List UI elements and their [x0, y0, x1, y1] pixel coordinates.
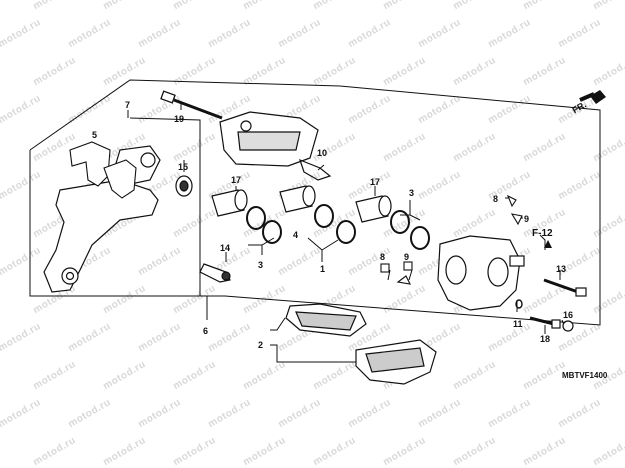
- small-bolt-center: [380, 261, 413, 285]
- callout-8-right: 8: [493, 194, 498, 204]
- brake-pad-lower: [355, 339, 437, 385]
- piston-mid: [279, 185, 316, 213]
- bleeder-screw: [199, 263, 231, 283]
- piston-left: [211, 189, 248, 217]
- pin-bolt: [160, 90, 223, 120]
- callout-16: 16: [563, 310, 573, 320]
- callout-11: 11: [513, 319, 523, 329]
- ref-arrow-icon: [544, 240, 552, 248]
- front-arrow-icon: [579, 90, 606, 104]
- cap-16: [562, 320, 574, 332]
- callout-17-right: 17: [370, 177, 380, 187]
- bracket-group-outline: [29, 117, 201, 297]
- diagram-code: MBTVF1400: [562, 371, 608, 380]
- callout-15: 15: [178, 162, 188, 172]
- seal-set-mid: [314, 204, 356, 244]
- caliper-body-upper: [219, 111, 319, 167]
- callout-4: 4: [293, 230, 298, 240]
- bleeder-cap: [506, 194, 523, 226]
- callout-9-right: 9: [524, 214, 529, 224]
- callout-3-left: 3: [258, 260, 263, 270]
- callout-5: 5: [92, 130, 97, 140]
- callout-17-left: 17: [231, 175, 241, 185]
- seal-set-left: [246, 206, 282, 244]
- callout-1: 1: [320, 264, 325, 274]
- direction-label: FR.: [571, 99, 589, 115]
- callout-8-center: 8: [380, 252, 385, 262]
- spring-clip: [299, 158, 332, 181]
- callout-3-right: 3: [409, 188, 414, 198]
- caliper-bolt-upper: [543, 278, 587, 297]
- seal-set-right: [390, 210, 430, 250]
- callout-14: 14: [220, 243, 230, 253]
- pad-retainer: [69, 141, 137, 199]
- caliper-bolt-lower: [529, 316, 561, 329]
- piston-right: [355, 195, 392, 223]
- brake-pad-upper: [285, 303, 367, 337]
- ref-label: F-12: [532, 228, 553, 239]
- rubber-boot: [175, 175, 193, 197]
- callout-9-center: 9: [404, 252, 409, 262]
- callout-7: 7: [125, 100, 130, 110]
- callout-6: 6: [203, 326, 208, 336]
- callout-18: 18: [540, 334, 550, 344]
- callout-19: 19: [174, 114, 184, 124]
- callout-13: 13: [556, 264, 566, 274]
- washer: [515, 299, 523, 309]
- caliper-body-lower: [437, 235, 525, 311]
- callout-10: 10: [317, 148, 327, 158]
- callout-2: 2: [258, 340, 263, 350]
